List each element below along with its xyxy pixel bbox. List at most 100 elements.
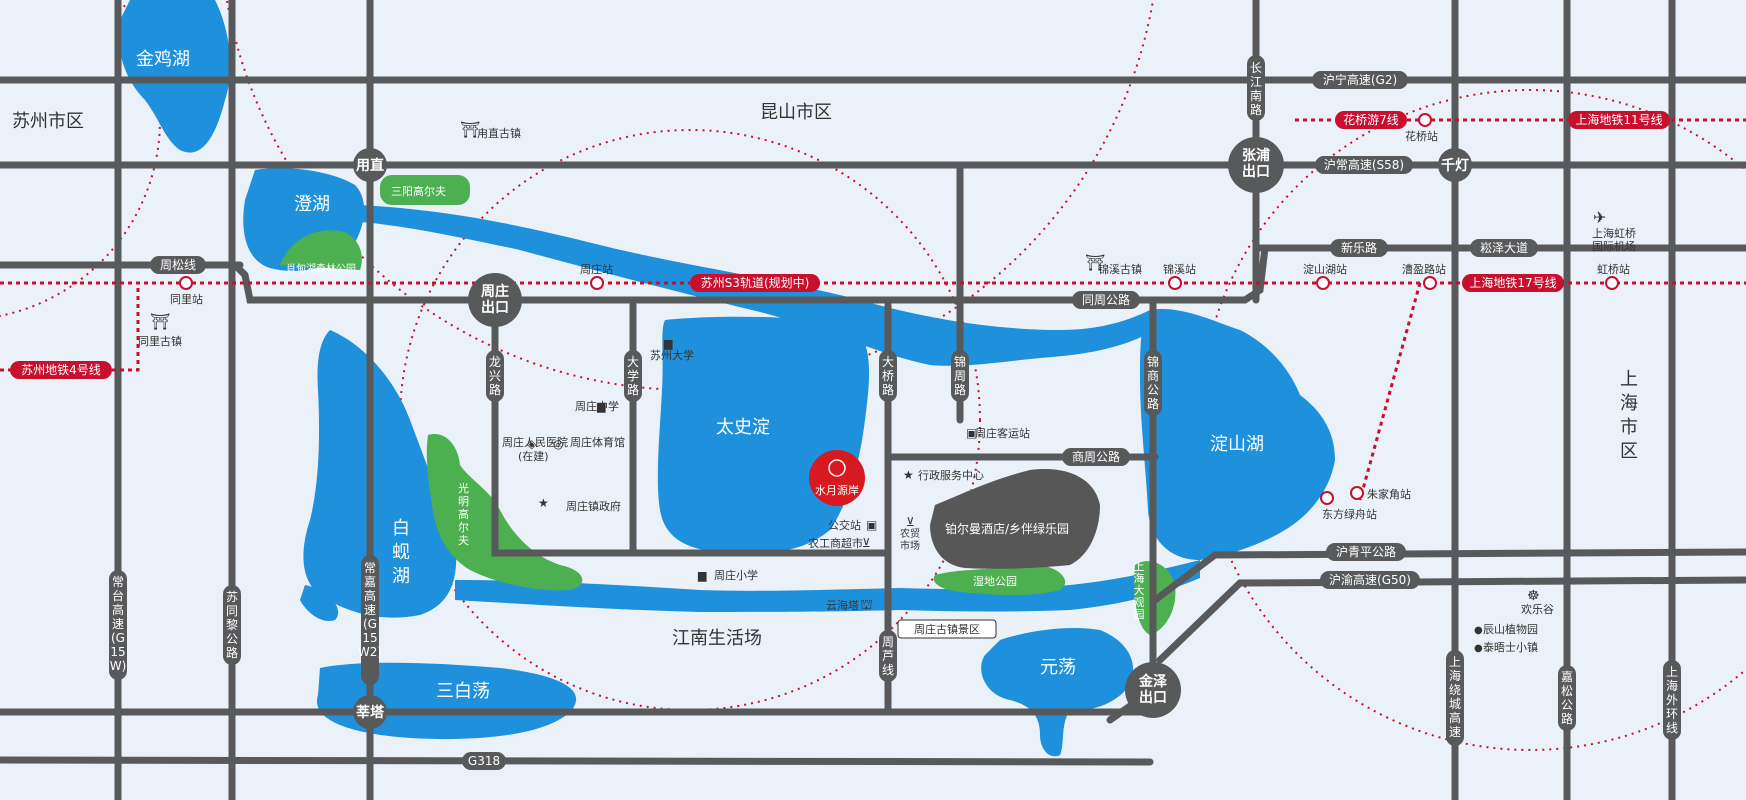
label-market: 农工商超市: [808, 536, 863, 550]
label-changjia-6: 15: [362, 631, 377, 645]
green-xiaodian: [280, 230, 362, 270]
road-labels: 沪宁高速(G2) 沪常高速(S58) 新乐路 崧泽大道 同周公路 商周公路 周松…: [150, 71, 1538, 770]
label-changjia-5: (G: [363, 617, 377, 631]
label-jinshang-1: 锦: [1147, 355, 1159, 369]
district-labels: 苏州市区 昆山市区 江南生活场 上海市区: [12, 102, 1638, 649]
label-jinshang-4: 路: [1147, 396, 1159, 411]
label-farm-1: 农贸: [900, 527, 920, 540]
project-name: 水月源岸: [815, 483, 859, 497]
metro-line4: [0, 283, 140, 372]
label-gov: 周庄镇政府: [566, 499, 621, 513]
label-guangming-1: 光: [458, 481, 469, 495]
metro-labels: 苏州S3轨道(规划中) 苏州地铁4号线 上海地铁11号线 上海地铁17号线 花桥…: [10, 111, 1670, 379]
label-thames: 泰晤士小镇: [1483, 640, 1538, 654]
pill-huaqiao7: [1335, 111, 1407, 129]
label-jiasong-4: 路: [1561, 711, 1573, 726]
label-raocheng-2: 海: [1449, 668, 1461, 683]
label-airport-1: 上海虹桥: [1592, 226, 1636, 240]
water-small-west: [300, 585, 339, 621]
label-line11: 上海地铁11号线: [1575, 112, 1662, 127]
pagoda-icon: ⛩: [460, 120, 480, 139]
star-icon: ★: [538, 496, 549, 510]
label-hospital-note: (在建): [518, 449, 549, 463]
label-shangzhou: 商周公路: [1072, 449, 1120, 464]
label-jinzhou-2: 周: [954, 369, 966, 383]
label-changjia-3: 高: [364, 588, 376, 603]
pill-songze: [1470, 239, 1538, 257]
label-jiasong-1: 嘉: [1561, 670, 1573, 684]
label-station-dianshanhu: 淀山湖站: [1303, 262, 1347, 276]
pill-waihuan: [1663, 660, 1681, 740]
node-xinta-label: 莘塔: [356, 704, 385, 721]
poi-icons: ⛩ ⛩ ⛩ ✈ ★ ★ ◎ ◈ ▆ ▆ ▆ ▣ ▣ ⊻ ⊻ ⛫ ☸ ● ●: [150, 120, 1606, 654]
label-zhousong: 周松线: [160, 258, 196, 272]
pill-g2: [1312, 71, 1408, 89]
node-qiandeng-label: 千灯: [1441, 157, 1469, 174]
label-hotel: 铂尔曼酒店/乡伴绿乐园: [945, 521, 1069, 536]
label-sutongli-2: 同: [226, 604, 238, 618]
pill-longxing: [486, 350, 504, 402]
label-guangming-5: 夫: [458, 534, 469, 547]
label-daxue-3: 路: [627, 382, 639, 397]
label-wetland: 湿地公园: [973, 575, 1017, 588]
interchange-nodes: 用直 张浦出口 千灯 周庄出口 金泽出口 莘塔: [353, 137, 1472, 729]
pill-jinzhou: [951, 350, 969, 402]
node-jinze-label: 金泽出口: [1138, 673, 1167, 706]
label-daguan-3: 大: [1134, 583, 1145, 597]
station-zhouzhuang: [590, 276, 604, 290]
node-yongzhi: [353, 148, 387, 182]
label-zhoulu: 周芦线: [882, 635, 894, 677]
label-changjia-1: 常: [364, 561, 376, 575]
hotel-area: [930, 469, 1100, 569]
ferris-wheel-icon: ☸: [1527, 588, 1540, 604]
label-waihuan: 上海外环线: [1666, 665, 1678, 735]
label-jinshang: 锦商公路: [1147, 355, 1159, 411]
bus-icon: ▣: [966, 426, 977, 440]
label-changjiang-3: 南: [1250, 88, 1262, 103]
label-waihuan-5: 线: [1666, 721, 1678, 735]
label-farm-2: 市场: [900, 539, 920, 552]
label-changjia-7: W2): [358, 645, 382, 659]
label-changtai-4: 速: [112, 617, 124, 631]
label-shanghai-daguan: 上海大观园: [1134, 560, 1145, 621]
label-jiasong-3: 公: [1561, 698, 1573, 712]
label-daxue: 大学路: [627, 355, 639, 397]
station-dongfanglvzhou: [1320, 491, 1334, 505]
label-tongli-town: 同里古镇: [138, 334, 182, 348]
label-waihuan-3: 外: [1666, 693, 1678, 707]
label-raocheng-5: 高: [1449, 710, 1461, 725]
cart-icon: ⊻: [906, 515, 915, 529]
river-south: [455, 560, 1200, 612]
label-jinshang-2: 商: [1147, 368, 1159, 383]
pill-tongzhou: [1072, 291, 1140, 309]
pill-changjia: [361, 555, 379, 685]
label-jiasong-2: 松: [1561, 684, 1573, 698]
book-icon: ▆: [596, 400, 606, 413]
book-icon: ▆: [697, 569, 707, 582]
label-shanghai-1: 上: [1620, 369, 1638, 390]
label-changtai-6: 15: [110, 645, 125, 659]
pill-shangzhou: [1062, 448, 1130, 466]
label-airport: 上海虹桥国际机场: [1592, 226, 1636, 253]
lake-jinji: [118, 0, 231, 153]
label-jinzhou-1: 锦: [954, 355, 966, 369]
label-changjiang-4: 路: [1250, 102, 1262, 117]
label-stadium: 周庄体育馆: [570, 435, 625, 449]
poi-labels: 甪直古镇 同里古镇 锦溪古镇 苏州大学 周庄中学 周庄人民医院 (在建) 周庄体…: [138, 126, 1636, 654]
node-zhangpu-label: 张浦出口: [1242, 147, 1270, 180]
label-farm-market: 农贸市场: [900, 527, 920, 552]
label-jiangnan: 江南生活场: [672, 628, 762, 649]
label-sutongli-1: 苏: [226, 590, 238, 604]
label-ancient-town: 周庄古镇景区: [914, 622, 980, 636]
label-g318: G318: [468, 754, 500, 768]
pill-raocheng: [1446, 650, 1464, 746]
label-s58: 沪常高速(S58): [1324, 157, 1404, 172]
label-dianshan: 淀山湖: [1210, 434, 1264, 455]
label-jinshang-3: 公: [1147, 383, 1159, 397]
metro-line17-branch: [1358, 282, 1422, 501]
pill-jiasong: [1558, 665, 1576, 731]
label-tongzhou: 同周公路: [1082, 292, 1130, 307]
label-daguan-1: 上: [1134, 560, 1145, 573]
project-logo-icon: [828, 459, 846, 477]
